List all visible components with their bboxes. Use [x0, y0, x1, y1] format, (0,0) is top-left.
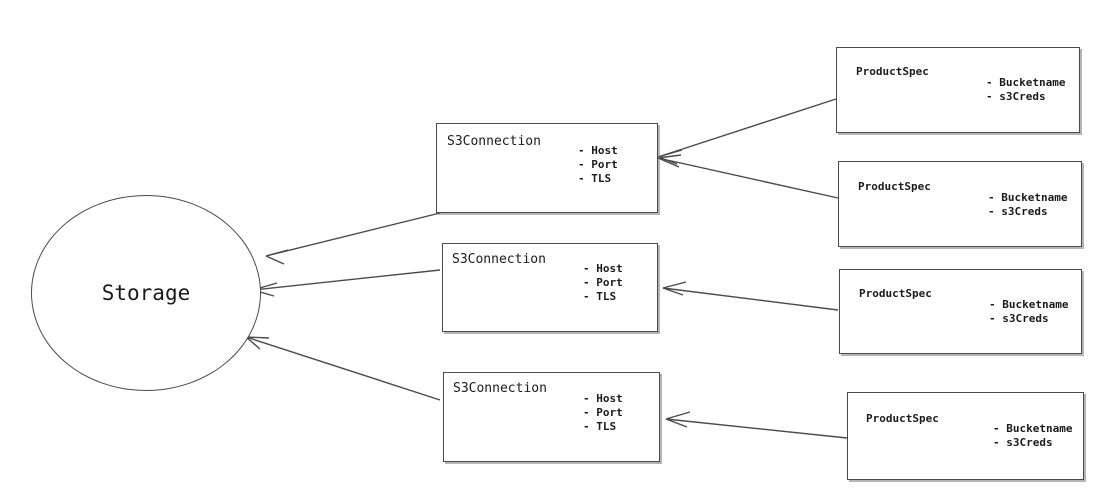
productspec-1-attr-bucketname: - Bucketname — [986, 76, 1066, 89]
s3connection-3-attr-host: - Host — [583, 392, 623, 405]
storage-label: Storage — [101, 281, 191, 305]
productspec-1-title: ProductSpec — [856, 65, 929, 78]
productspec-4-title: ProductSpec — [866, 412, 939, 425]
s3connection-2-title: S3Connection — [452, 252, 546, 267]
productspec-3-attr-bucketname: - Bucketname — [989, 298, 1069, 311]
productspec-4-box[interactable] — [847, 392, 1084, 480]
s3connection-3-box[interactable] — [443, 372, 660, 462]
productspec-3-title: ProductSpec — [859, 287, 932, 300]
productspec-1-attributes: - Bucketname - s3Creds — [986, 76, 1065, 104]
productspec-1-attr-s3creds: - s3Creds — [986, 90, 1046, 103]
s3connection-2-attributes: - Host - Port - TLS — [583, 262, 623, 304]
edge-spec2-to-conn1 — [657, 154, 839, 199]
edge-conn3-to-storage — [245, 336, 441, 401]
productspec-2-box[interactable] — [838, 161, 1082, 247]
s3connection-1-box[interactable] — [436, 123, 658, 213]
productspec-1-box[interactable] — [836, 47, 1080, 133]
productspec-2-attributes: - Bucketname - s3Creds — [988, 191, 1067, 219]
s3connection-1-attributes: - Host - Port - TLS — [578, 144, 618, 186]
s3connection-1-title: S3Connection — [447, 134, 541, 149]
productspec-2-title: ProductSpec — [858, 180, 931, 193]
productspec-4-attr-bucketname: - Bucketname — [993, 422, 1073, 435]
s3connection-2-box[interactable] — [442, 243, 658, 332]
productspec-2-attr-bucketname: - Bucketname — [988, 191, 1068, 204]
s3connection-3-title: S3Connection — [453, 381, 547, 396]
productspec-2-attr-s3creds: - s3Creds — [988, 205, 1048, 218]
storage-node[interactable] — [31, 195, 261, 391]
productspec-4-attr-s3creds: - s3Creds — [993, 436, 1053, 449]
edge-spec3-to-conn2 — [662, 281, 839, 311]
s3connection-1-attr-host: - Host — [578, 144, 618, 157]
s3connection-3-attributes: - Host - Port - TLS — [583, 392, 623, 434]
productspec-3-attributes: - Bucketname - s3Creds — [989, 298, 1068, 326]
s3connection-2-attr-tls: - TLS — [583, 290, 617, 303]
productspec-3-box[interactable] — [839, 269, 1082, 354]
s3connection-3-attr-tls: - TLS — [583, 420, 617, 433]
productspec-3-attr-s3creds: - s3Creds — [989, 312, 1049, 325]
edge-spec1-to-conn1 — [657, 98, 837, 165]
s3connection-1-attr-port: - Port — [578, 158, 618, 171]
edge-conn2-to-storage — [252, 269, 441, 297]
s3connection-2-attr-host: - Host — [583, 262, 623, 275]
edge-spec4-to-conn3 — [665, 411, 848, 439]
edge-conn1-to-storage — [265, 212, 441, 265]
s3connection-1-attr-tls: - TLS — [578, 172, 612, 185]
s3connection-2-attr-port: - Port — [583, 276, 623, 289]
productspec-4-attributes: - Bucketname - s3Creds — [993, 422, 1072, 450]
s3connection-3-attr-port: - Port — [583, 406, 623, 419]
